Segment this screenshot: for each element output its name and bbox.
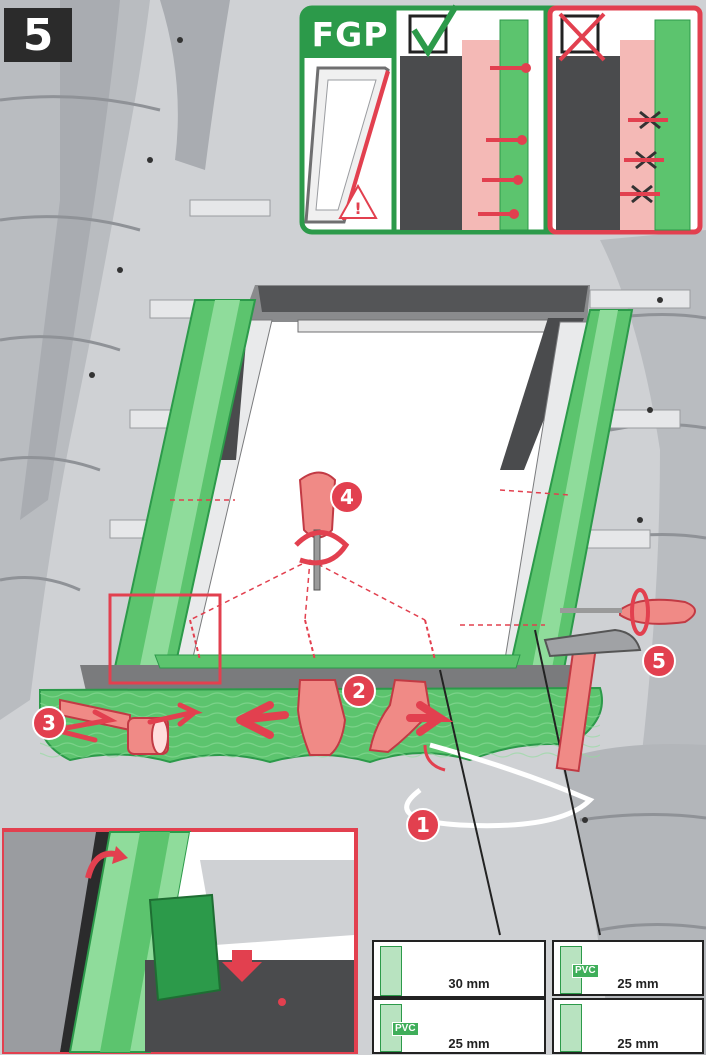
step-marker-1: 1 [406,808,440,842]
fastener-length-4: 25 mm [564,1036,706,1051]
fastener-box-3: PVC 25 mm [372,998,546,1054]
fastener-length-2: 25 mm [564,976,706,991]
step-marker-2: 2 [342,674,376,708]
fastener-box-1: 30 mm [372,940,546,998]
svg-text:!: ! [354,199,361,218]
fgp-correct-panel [394,6,546,232]
step-marker-3: 3 [32,706,66,740]
fgp-label: FGP [312,14,388,54]
fastener-length-3: 25 mm [384,1036,554,1051]
step-marker-4: 4 [330,480,364,514]
fgp-wrong-panel [550,8,700,232]
fastener-length-1: 30 mm [384,976,554,991]
zoom-detail-panel [4,830,356,1052]
fastener-box-4: 25 mm [552,998,704,1054]
step-number-badge: 5 [4,8,72,62]
fastener-box-2: PVC 25 mm [552,940,704,996]
step-marker-5: 5 [642,644,676,678]
pvc-tag: PVC [392,1022,419,1036]
